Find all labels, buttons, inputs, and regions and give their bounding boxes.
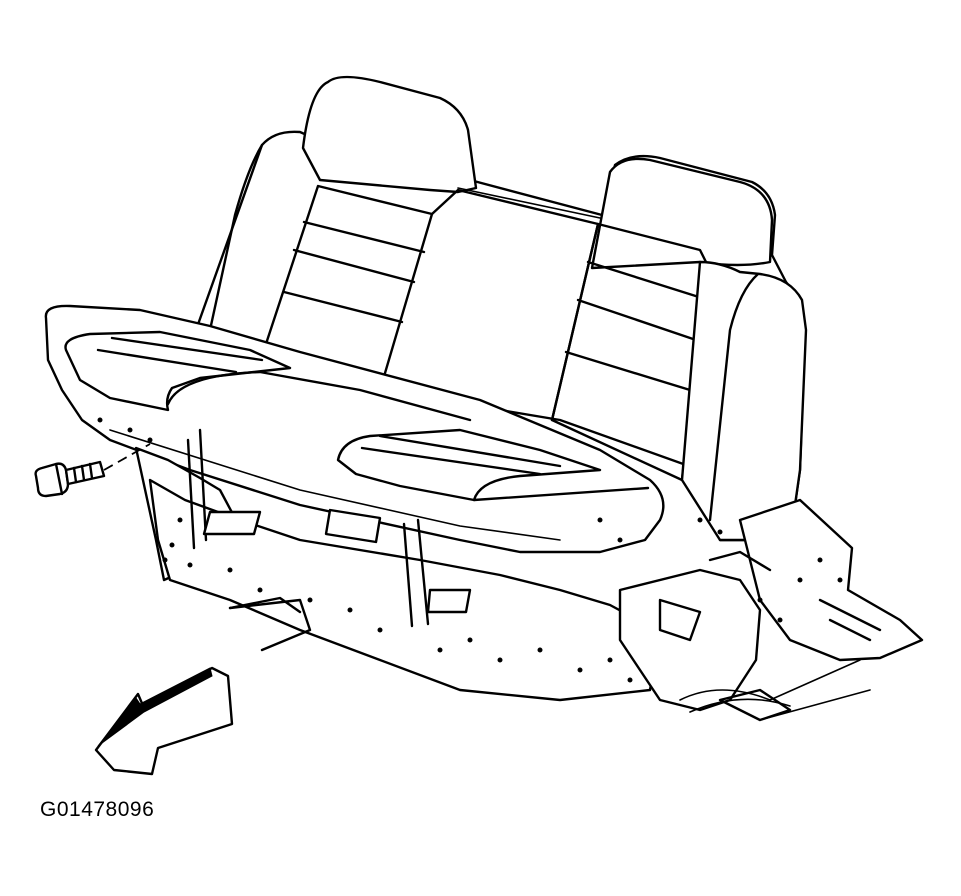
seat-back xyxy=(194,75,808,542)
bolt-install-line xyxy=(103,443,151,471)
front-direction-arrow-icon xyxy=(94,666,234,776)
seat-base-frame xyxy=(97,417,924,722)
bolt-icon xyxy=(34,460,106,498)
figure-id-label: G01478096 xyxy=(40,798,155,821)
casting-texture xyxy=(97,417,843,683)
seat-cushion xyxy=(44,304,665,554)
reference-step-marker xyxy=(228,596,302,614)
